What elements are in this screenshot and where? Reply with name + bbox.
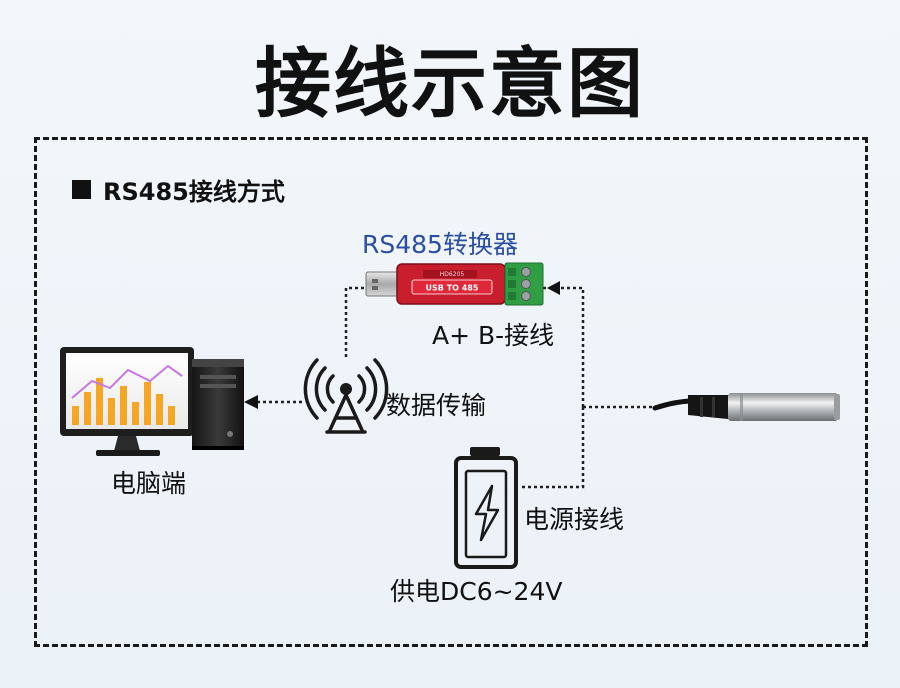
screen-chart-icon bbox=[71, 364, 183, 425]
converter-badge: USB TO 485 bbox=[426, 284, 479, 293]
diagram-frame bbox=[34, 137, 868, 647]
antenna-icon bbox=[303, 358, 389, 434]
converter-to-antenna-line bbox=[344, 286, 370, 360]
arrow-into-converter bbox=[547, 281, 560, 295]
converter-label: RS485转换器 bbox=[362, 230, 518, 259]
power-supply-label: 供电DC6~24V bbox=[390, 577, 563, 606]
power-wiring-label: 电源接线 bbox=[524, 505, 625, 534]
converter-model: HD6205 bbox=[440, 271, 465, 278]
square-bullet-icon bbox=[72, 180, 91, 199]
page-title: 接线示意图 bbox=[255, 39, 645, 128]
rs485-converter-icon: USB TO 485 HD6205 bbox=[365, 262, 544, 306]
pc-tower-icon bbox=[192, 359, 244, 450]
battery-icon bbox=[454, 447, 518, 569]
pressure-sensor-probe-icon bbox=[652, 393, 840, 421]
power-line bbox=[520, 407, 585, 489]
ab-wiring-label: A+ B-接线 bbox=[432, 321, 555, 350]
lightning-bolt-icon bbox=[474, 484, 500, 542]
section-header: RS485接线方式 bbox=[72, 172, 285, 207]
arrow-left-to-pc bbox=[244, 395, 258, 409]
monitor-icon bbox=[60, 347, 194, 456]
data-transfer-label: 数据传输 bbox=[386, 391, 487, 420]
section-title: RS485接线方式 bbox=[103, 178, 285, 206]
pc-label: 电脑端 bbox=[111, 469, 187, 498]
